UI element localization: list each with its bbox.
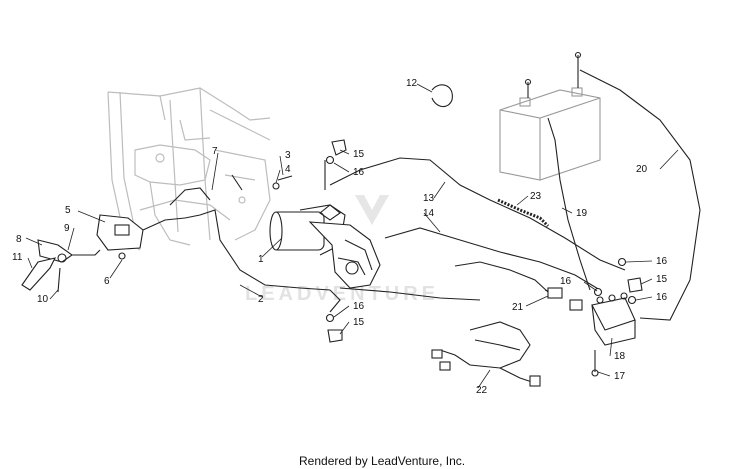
callout-23: 23	[530, 191, 542, 202]
callout-16-bottom: 16	[353, 301, 365, 312]
battery	[499, 87, 601, 181]
callout-16-right-c: 16	[656, 292, 668, 303]
callout-10: 10	[37, 294, 49, 305]
callout-20: 20	[636, 164, 648, 175]
callout-22: 22	[476, 385, 488, 396]
callout-3: 3	[285, 150, 291, 161]
callout-16-right-a: 16	[656, 256, 668, 267]
callout-6: 6	[104, 276, 110, 287]
cable-13	[329, 157, 626, 271]
winch	[269, 204, 381, 289]
footer-credit: Rendered by LeadVenture, Inc.	[299, 454, 465, 468]
cable-14	[384, 227, 601, 291]
callout-21: 21	[512, 302, 524, 313]
callout-5: 5	[65, 205, 71, 216]
callout-11: 11	[12, 252, 23, 263]
hand-control	[21, 214, 186, 293]
callouts: 1 2 3 4 5 6 7 8 9 10 11 12 13 14 15 16 1…	[12, 78, 668, 396]
callout-19: 19	[576, 208, 588, 219]
cable-20	[579, 69, 701, 321]
callout-13: 13	[423, 193, 435, 204]
callout-7: 7	[212, 146, 218, 157]
callout-18: 18	[614, 351, 626, 362]
callout-12: 12	[406, 78, 418, 89]
vehicle-frame	[107, 87, 271, 251]
callout-4: 4	[285, 164, 291, 175]
leader-lines	[25, 83, 679, 389]
callout-15-right: 15	[656, 274, 668, 285]
callout-16-right-b: 16	[560, 276, 572, 287]
watermark-text: LEADVENTURE	[245, 283, 439, 305]
callout-8: 8	[16, 234, 22, 245]
cable-2	[184, 209, 331, 291]
callout-16-top: 16	[353, 167, 365, 178]
callout-15-top: 15	[353, 149, 365, 160]
watermark: LEADVENTURE	[245, 195, 439, 305]
callout-9: 9	[64, 223, 70, 234]
callout-14: 14	[423, 208, 435, 219]
callout-2: 2	[258, 294, 264, 305]
callout-15-bottom: 15	[353, 317, 365, 328]
cable-19	[547, 117, 591, 291]
parts-lines	[21, 51, 701, 387]
callout-1: 1	[258, 254, 264, 265]
callout-17: 17	[614, 371, 626, 382]
